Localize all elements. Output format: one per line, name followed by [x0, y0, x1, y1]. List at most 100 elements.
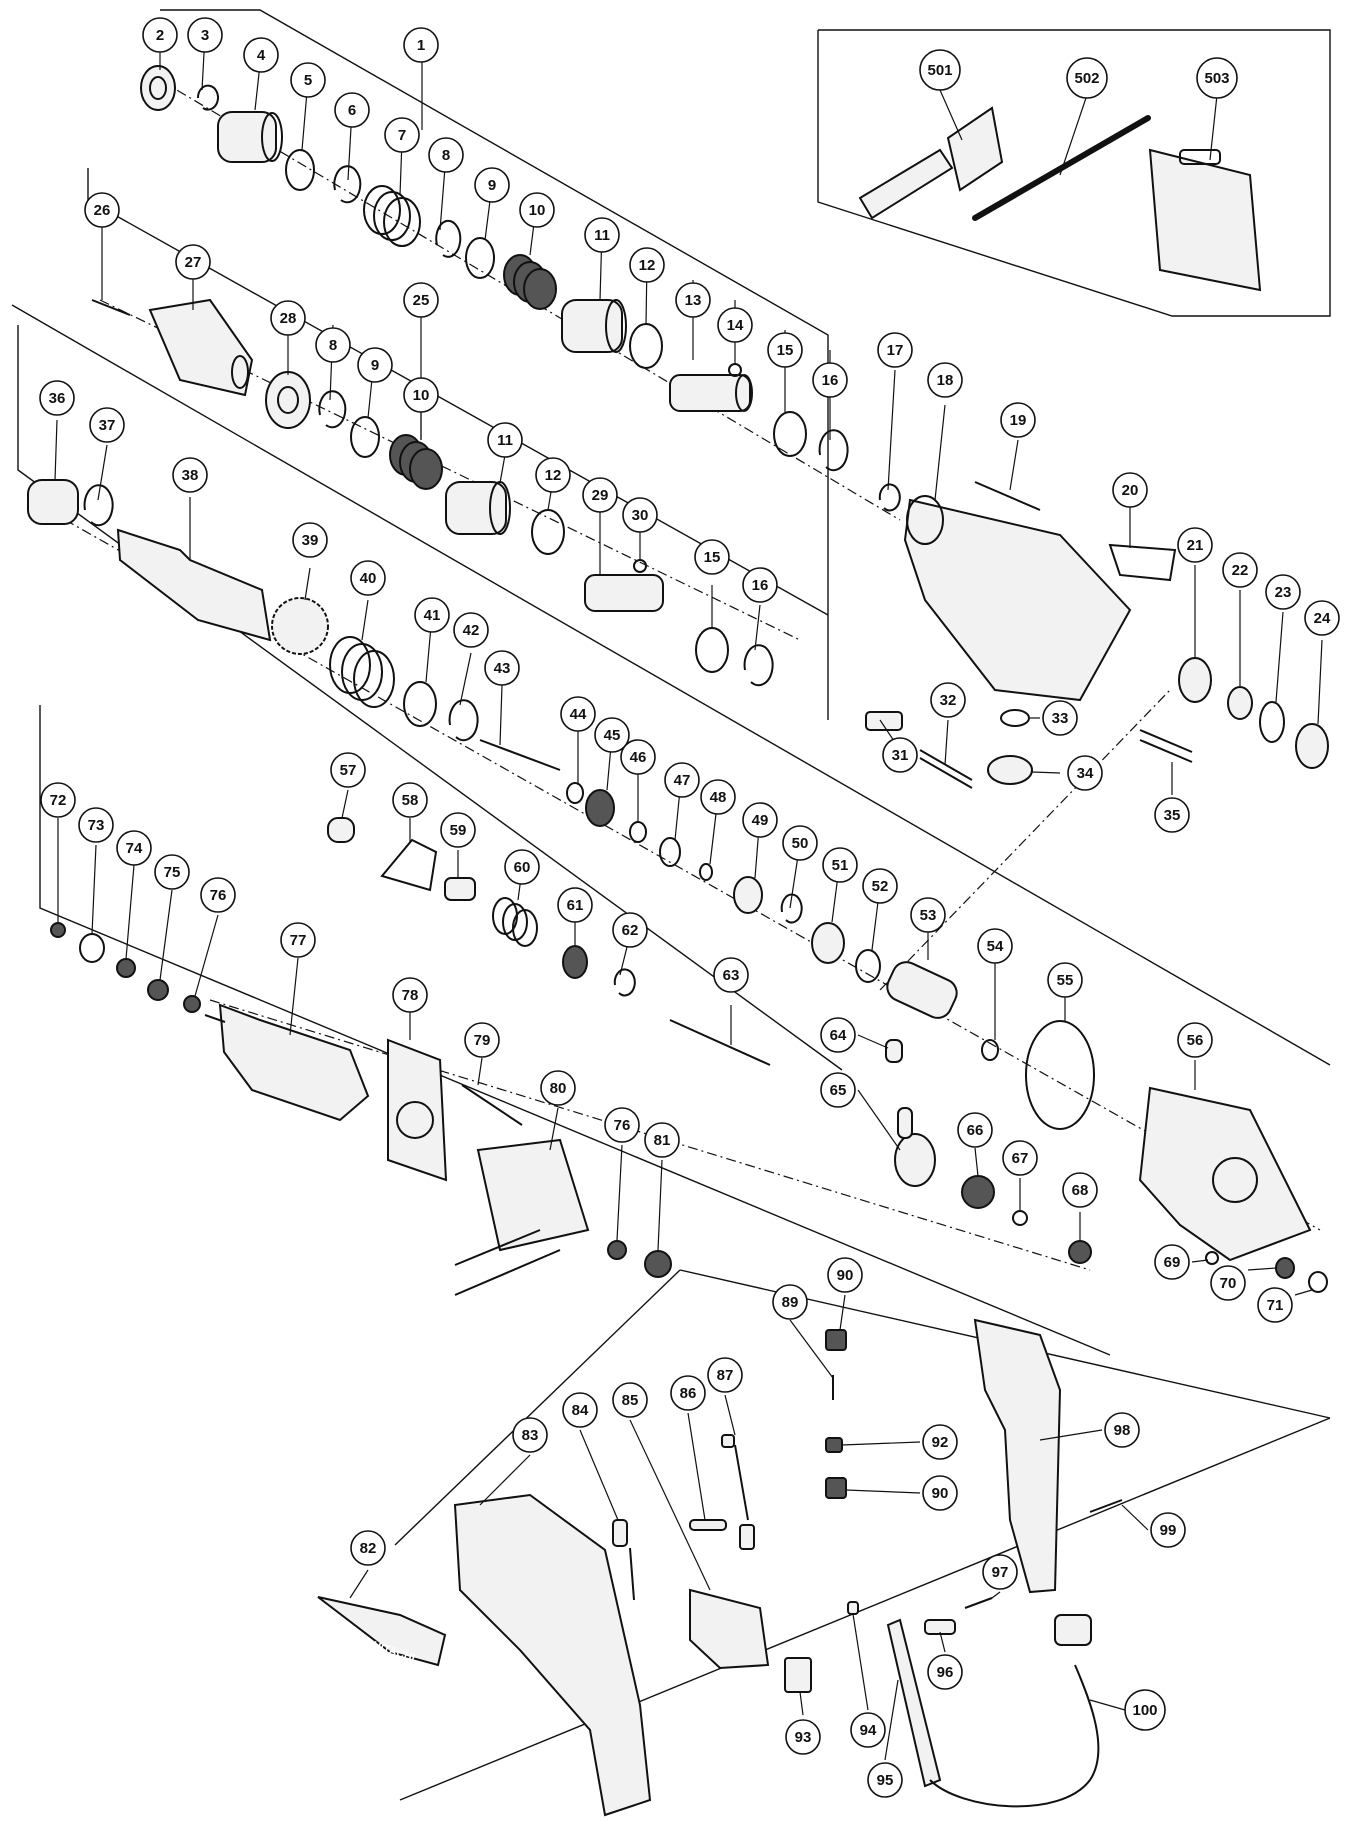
part-number: 36	[49, 390, 66, 407]
callout-circle	[519, 192, 555, 228]
callout-12: 12	[535, 457, 571, 493]
callout-43: 43	[484, 650, 520, 686]
callout-15: 15	[694, 539, 730, 575]
part-number: 26	[94, 202, 111, 219]
callout-36: 36	[39, 380, 75, 416]
bearing-part-68	[1068, 1240, 1092, 1264]
part-number: 93	[795, 1729, 812, 1746]
part-number: 44	[570, 706, 587, 723]
callout-14: 14	[717, 307, 753, 343]
callout-85: 85	[612, 1382, 648, 1418]
part-number: 21	[1187, 537, 1204, 554]
callout-95: 95	[867, 1762, 903, 1798]
label-part-20	[1108, 543, 1177, 582]
screw-part-19	[974, 481, 1041, 511]
part-number: 70	[1220, 1275, 1237, 1292]
callout-58: 58	[392, 782, 428, 818]
callout-48: 48	[700, 779, 736, 815]
callout-circle	[922, 1475, 958, 1511]
callout-circle	[772, 1284, 808, 1320]
side-handle-accessory	[858, 106, 1004, 220]
callout-6: 6	[334, 92, 370, 128]
part-number: 61	[567, 897, 584, 914]
callout-circle	[664, 762, 700, 798]
callout-circle	[862, 868, 898, 904]
callout-502: 502	[1066, 57, 1108, 99]
callout-26: 26	[84, 192, 120, 228]
part-number: 502	[1074, 70, 1099, 87]
part-number: 9	[488, 177, 496, 194]
callout-circle	[977, 928, 1013, 964]
washer-part-72	[50, 922, 66, 938]
callout-51: 51	[822, 847, 858, 883]
part-number: 27	[185, 254, 202, 271]
callout-circle	[280, 922, 316, 958]
callout-circle	[612, 1382, 648, 1418]
callout-circle	[1066, 57, 1108, 99]
part-number: 501	[927, 62, 952, 79]
part-number: 56	[1187, 1032, 1204, 1049]
part-number: 12	[639, 257, 656, 274]
callout-37: 37	[89, 407, 125, 443]
callout-39: 39	[292, 522, 328, 558]
washer-part-15	[773, 411, 807, 457]
cylinder-part	[116, 528, 272, 642]
callout-74: 74	[116, 830, 152, 866]
callout-4: 4	[243, 37, 279, 73]
part-number: 53	[920, 907, 937, 924]
callout-11: 11	[584, 217, 620, 253]
ring-part-17	[878, 483, 901, 512]
callout-circle	[1304, 600, 1340, 636]
callout-82: 82	[350, 1530, 386, 1566]
callout-circle	[1150, 1512, 1186, 1548]
callout-circle	[1265, 574, 1301, 610]
callout-circle	[670, 1375, 706, 1411]
washer-part-41	[403, 681, 437, 727]
part-number: 74	[126, 840, 143, 857]
callout-60: 60	[504, 849, 540, 885]
callout-38: 38	[172, 457, 208, 493]
callout-99: 99	[1150, 1512, 1186, 1548]
ring-part-50	[780, 893, 803, 924]
callout-54: 54	[977, 928, 1013, 964]
part-51	[811, 922, 845, 964]
callout-25: 25	[403, 282, 439, 318]
callout-circle	[512, 1417, 548, 1453]
callout-67: 67	[1002, 1140, 1038, 1176]
part-number: 85	[622, 1392, 639, 1409]
chuck-adapter-part	[265, 371, 311, 429]
callout-circle	[1124, 1689, 1166, 1731]
part-number: 13	[685, 292, 702, 309]
part-number: 96	[937, 1664, 954, 1681]
cap-part-71	[1308, 1271, 1328, 1293]
callout-circle	[982, 1554, 1018, 1590]
part-number: 42	[463, 622, 480, 639]
callout-59: 59	[440, 812, 476, 848]
callout-circle	[767, 332, 803, 368]
callout-circle	[504, 849, 540, 885]
callout-circle	[535, 457, 571, 493]
leader-lines	[54, 34, 1323, 1761]
part-number: 65	[830, 1082, 847, 1099]
callout-89: 89	[772, 1284, 808, 1320]
callout-circle	[742, 802, 778, 838]
axis-line-5	[879, 689, 1171, 991]
callout-62: 62	[612, 912, 648, 948]
callout-circle	[1042, 700, 1078, 736]
handle-cover-part-98	[973, 1318, 1062, 1594]
part-number: 68	[1072, 1182, 1089, 1199]
callout-80: 80	[540, 1070, 576, 1106]
part-number: 20	[1122, 482, 1139, 499]
carbon-brush-part-92	[825, 1437, 843, 1453]
callout-98: 98	[1104, 1412, 1140, 1448]
washer-part-76	[183, 995, 201, 1013]
callout-63: 63	[713, 957, 749, 993]
part-number: 11	[594, 227, 610, 244]
part-number: 90	[932, 1485, 949, 1502]
callout-circle	[403, 27, 439, 63]
callout-56: 56	[1177, 1022, 1213, 1058]
piston-part-45	[585, 789, 615, 827]
coil-spring-part	[503, 254, 557, 310]
callout-circle	[919, 49, 961, 91]
callout-68: 68	[1062, 1172, 1098, 1208]
